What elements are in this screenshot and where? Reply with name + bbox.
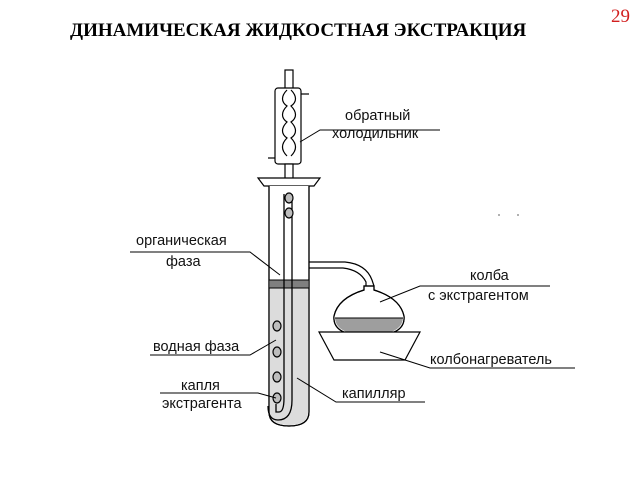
slide-title: ДИНАМИЧЕСКАЯ ЖИДКОСТНАЯ ЭКСТРАКЦИЯ [70, 20, 527, 41]
speck [517, 214, 519, 216]
label-capillary: капилляр [342, 386, 406, 402]
funnel-rim [256, 177, 322, 187]
reflux-condenser [268, 69, 309, 195]
page-number: 29 [611, 6, 630, 27]
label-organic-line2: фаза [166, 254, 201, 270]
extractant-drop [272, 320, 282, 332]
extraction-tube [268, 186, 310, 427]
label-flask-line2: с экстрагентом [428, 288, 529, 304]
condensate-drop [284, 192, 294, 204]
label-condenser-line1: обратный [345, 108, 411, 124]
label-organic-line1: органическая [136, 233, 227, 249]
extractant-drop [272, 371, 282, 383]
speck [498, 214, 500, 216]
side-arm-tube [309, 261, 375, 288]
label-drop-line1: капля [181, 378, 220, 394]
label-aqueous: водная фаза [153, 339, 240, 355]
label-leader-lines [130, 129, 575, 403]
flask [333, 285, 405, 337]
label-flask-line1: колба [470, 268, 509, 284]
extractant-drop [272, 392, 282, 404]
capillary-tube [267, 194, 293, 421]
condensate-drop [284, 207, 294, 219]
label-drop-line2: экстрагента [162, 396, 242, 412]
label-condenser-line2: холодильник [332, 126, 419, 142]
heating-mantle [317, 331, 422, 361]
extractant-drop [272, 346, 282, 358]
label-heater: колбонагреватель [430, 352, 552, 368]
